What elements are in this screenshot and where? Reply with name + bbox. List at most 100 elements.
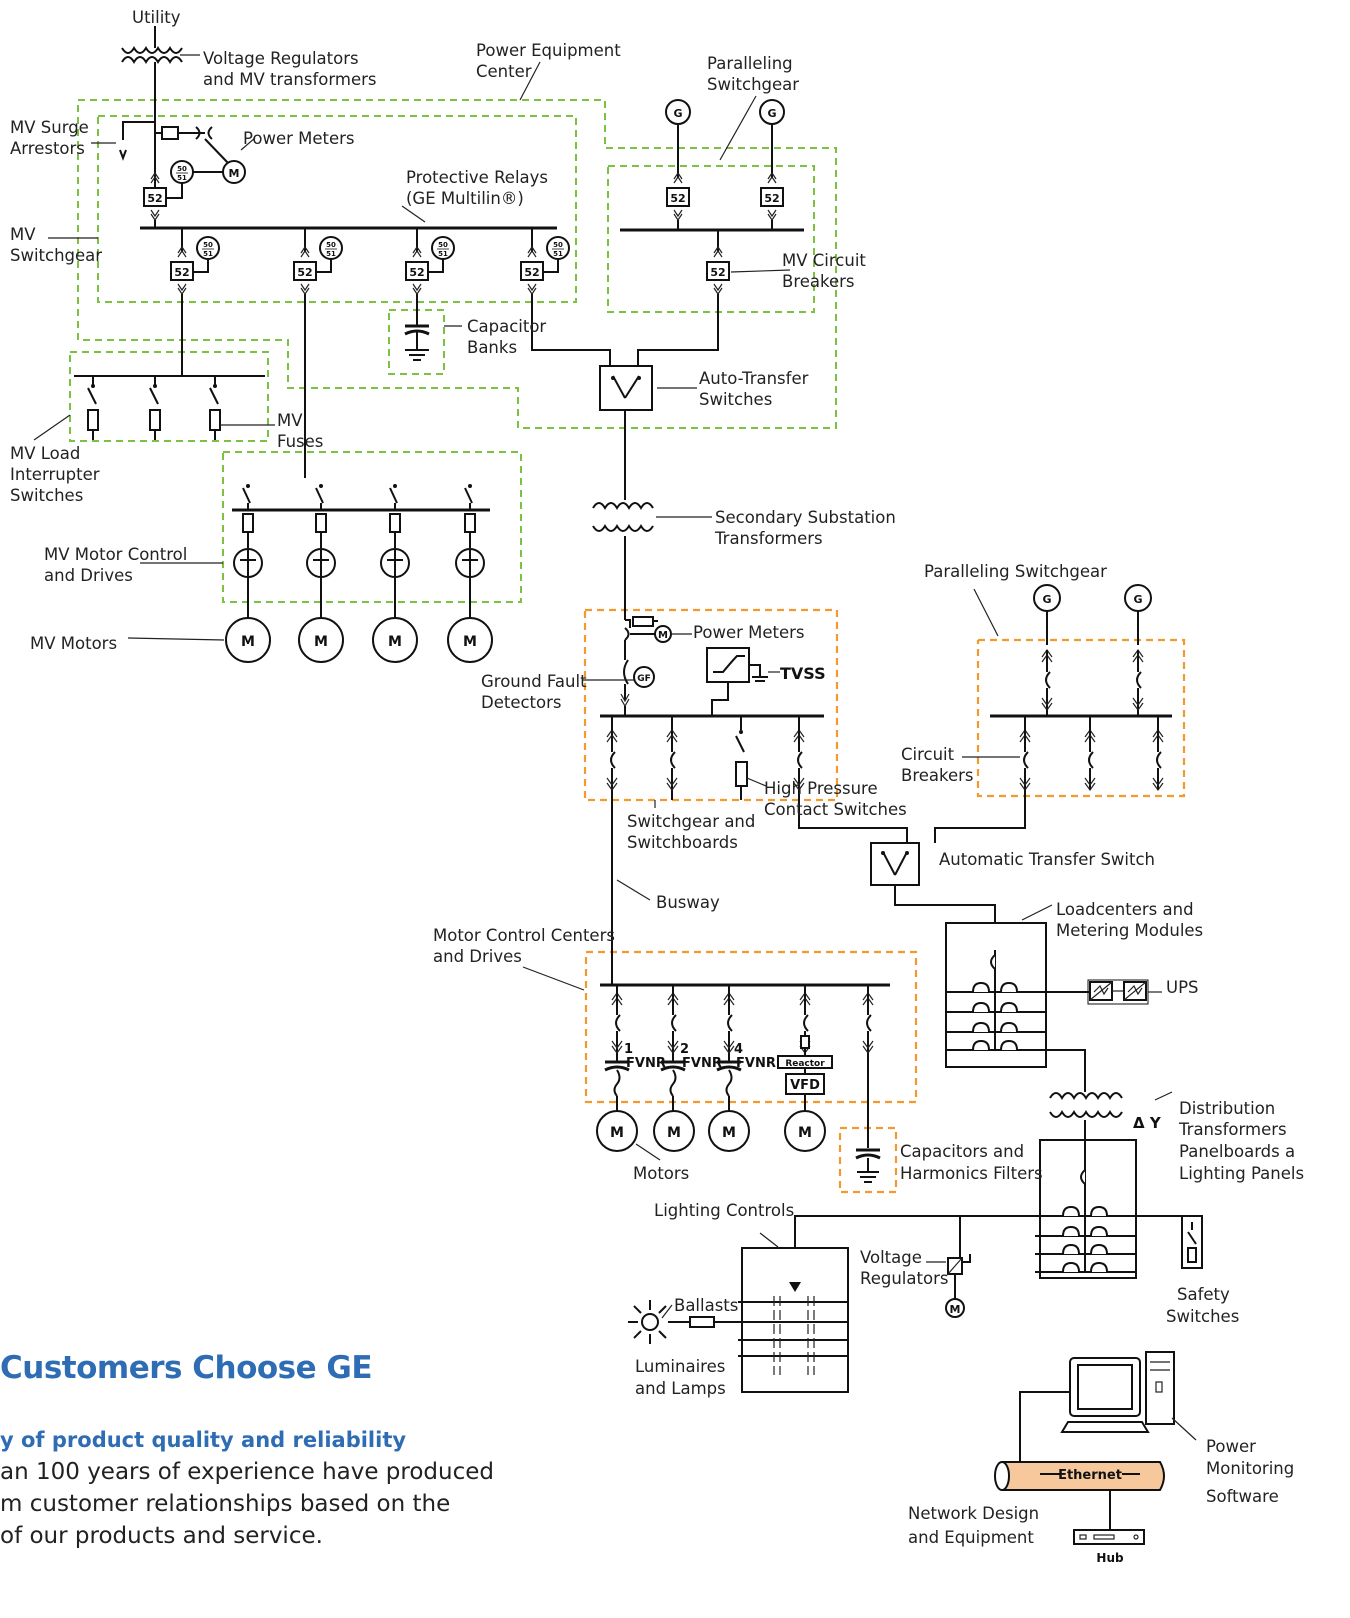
power-meter-mid: M <box>624 616 692 643</box>
ground-fault-detector: GF <box>583 659 655 708</box>
mv-motor-control-boundary <box>222 451 522 603</box>
high-pressure-contact-switch <box>735 716 767 800</box>
label-secondary-substation: Secondary Substation <box>715 508 896 527</box>
distribution-panelboard <box>1034 1139 1137 1279</box>
label-busway: Busway <box>656 893 720 912</box>
lv-motor-1: M <box>596 1110 638 1152</box>
mv-motor-3: M <box>372 617 418 663</box>
auto-transfer-switch <box>599 365 697 411</box>
label-voltage-regulators-low: Voltage <box>860 1248 922 1267</box>
generator-top-2: G <box>759 99 785 230</box>
svg-text:M: M <box>314 634 328 650</box>
svg-text:Arrestors: Arrestors <box>10 139 85 158</box>
label-power-monitoring: Power <box>1206 1437 1256 1456</box>
svg-text:FVNR: FVNR <box>736 1056 776 1071</box>
mv-motor-1: M <box>225 617 271 663</box>
label-tvss: TVSS <box>780 664 826 683</box>
tvss <box>706 647 780 716</box>
svg-text:Switches: Switches <box>699 390 772 409</box>
label-mv-load-interrupter: MV Load <box>10 444 80 463</box>
svg-text:Switchboards: Switchboards <box>627 833 738 852</box>
svg-text:2: 2 <box>680 1042 689 1057</box>
mv-motor-drive-2 <box>306 484 336 625</box>
label-ups: UPS <box>1166 978 1199 997</box>
label-mv-switchgear: MV <box>10 225 36 244</box>
power-meter-top: M <box>155 126 256 184</box>
svg-text:M: M <box>658 630 668 641</box>
label-paralleling-switchgear-top: Paralleling <box>707 54 793 73</box>
label-power-equipment-center: Power Equipment <box>476 41 621 60</box>
label-safety-switches: Safety <box>1177 1285 1230 1304</box>
svg-text:1: 1 <box>624 1042 633 1057</box>
svg-text:M: M <box>950 1303 961 1316</box>
label-capacitors-harmonics: Capacitors and <box>900 1142 1024 1161</box>
svg-text:Switchgear: Switchgear <box>10 246 102 265</box>
label-network-design: Network Design <box>908 1504 1039 1523</box>
mv-feeder-1 <box>170 228 220 376</box>
svg-text:M: M <box>229 167 240 180</box>
label-capacitor-banks: Capacitor <box>467 317 546 336</box>
svg-text:M: M <box>388 634 402 650</box>
section-subheading: y of product quality and reliability <box>0 1428 407 1452</box>
svg-text:Breakers: Breakers <box>901 766 974 785</box>
svg-text:G: G <box>1133 593 1142 606</box>
svg-text:Ethernet: Ethernet <box>1058 1468 1122 1483</box>
label-paralleling-switchgear-right: Paralleling Switchgear <box>924 562 1107 581</box>
label-protective-relays: Protective Relays <box>406 168 548 187</box>
label-mv-motor-control: MV Motor Control <box>44 545 187 564</box>
label-motors: Motors <box>633 1164 689 1183</box>
svg-text:M: M <box>798 1125 812 1141</box>
svg-text:(GE Multilin®): (GE Multilin®) <box>406 189 524 208</box>
svg-text:and Drives: and Drives <box>44 566 133 585</box>
mv-motor-drive-4 <box>455 484 485 625</box>
svg-text:Transformers: Transformers <box>1178 1120 1287 1139</box>
voltage-regulator-low: M <box>926 1216 971 1318</box>
svg-text:Contact Switches: Contact Switches <box>764 800 907 819</box>
generator-top-1: G <box>665 99 691 230</box>
label-distribution-transformers: Distribution <box>1179 1099 1275 1118</box>
svg-text:Fuses: Fuses <box>277 432 323 451</box>
mv-motor-2: M <box>298 617 344 663</box>
power-equipment-center-boundary <box>77 99 837 429</box>
mv-switchgear-boundary <box>97 115 577 303</box>
svg-text:Banks: Banks <box>467 338 517 357</box>
svg-text:Software: Software <box>1206 1487 1279 1506</box>
ethernet-cable: Ethernet <box>994 1461 1165 1491</box>
label-voltage-regulators-mv: Voltage Regulators <box>203 49 359 68</box>
label-circuit-breakers: Circuit <box>901 745 955 764</box>
svg-text:Metering Modules: Metering Modules <box>1056 921 1203 940</box>
label-mv-surge-arrestors: MV Surge <box>10 118 89 137</box>
utility-transformer <box>121 26 200 64</box>
mv-load-interrupter-2 <box>149 376 161 440</box>
ups-unit <box>1045 979 1162 1005</box>
mv-motor-4: M <box>447 617 493 663</box>
svg-text:Hub: Hub <box>1096 1551 1124 1565</box>
network-hub: Hub <box>1073 1529 1145 1565</box>
svg-text:G: G <box>1042 593 1051 606</box>
mv-feeder-3 <box>403 228 462 361</box>
svg-text:Switchgear: Switchgear <box>707 75 799 94</box>
mcc-starter-4 <box>715 985 743 1112</box>
svg-text:Panelboards a: Panelboards a <box>1179 1142 1295 1161</box>
mv-surge-arrestor <box>91 121 155 161</box>
svg-text:M: M <box>610 1125 624 1141</box>
svg-text:and Lamps: and Lamps <box>635 1379 726 1398</box>
label-mv-motors: MV Motors <box>30 634 117 653</box>
lv-motor-3: M <box>708 1110 750 1152</box>
mcc-starter-2 <box>659 985 687 1112</box>
label-high-pressure-contact: High Pressure <box>764 779 878 798</box>
svg-text:Regulators: Regulators <box>860 1269 948 1288</box>
generator-right-1: G <box>1033 584 1061 716</box>
svg-text:VFD: VFD <box>790 1078 820 1093</box>
capacitor-banks-boundary <box>388 309 445 375</box>
label-utility: Utility <box>132 8 181 27</box>
svg-text:Switches: Switches <box>10 486 83 505</box>
svg-text:Reactor: Reactor <box>785 1059 825 1069</box>
lv-motor-4: M <box>784 1110 826 1152</box>
mv-feeder-2 <box>293 228 343 478</box>
paralleling-switchgear-right-boundary <box>976 638 1186 798</box>
mcc-vfd-drive: Reactor VFD <box>777 985 833 1112</box>
mv-load-interrupter-1 <box>87 376 99 440</box>
label-auto-transfer-switches: Auto-Transfer <box>699 369 809 388</box>
svg-text:4: 4 <box>734 1042 743 1057</box>
